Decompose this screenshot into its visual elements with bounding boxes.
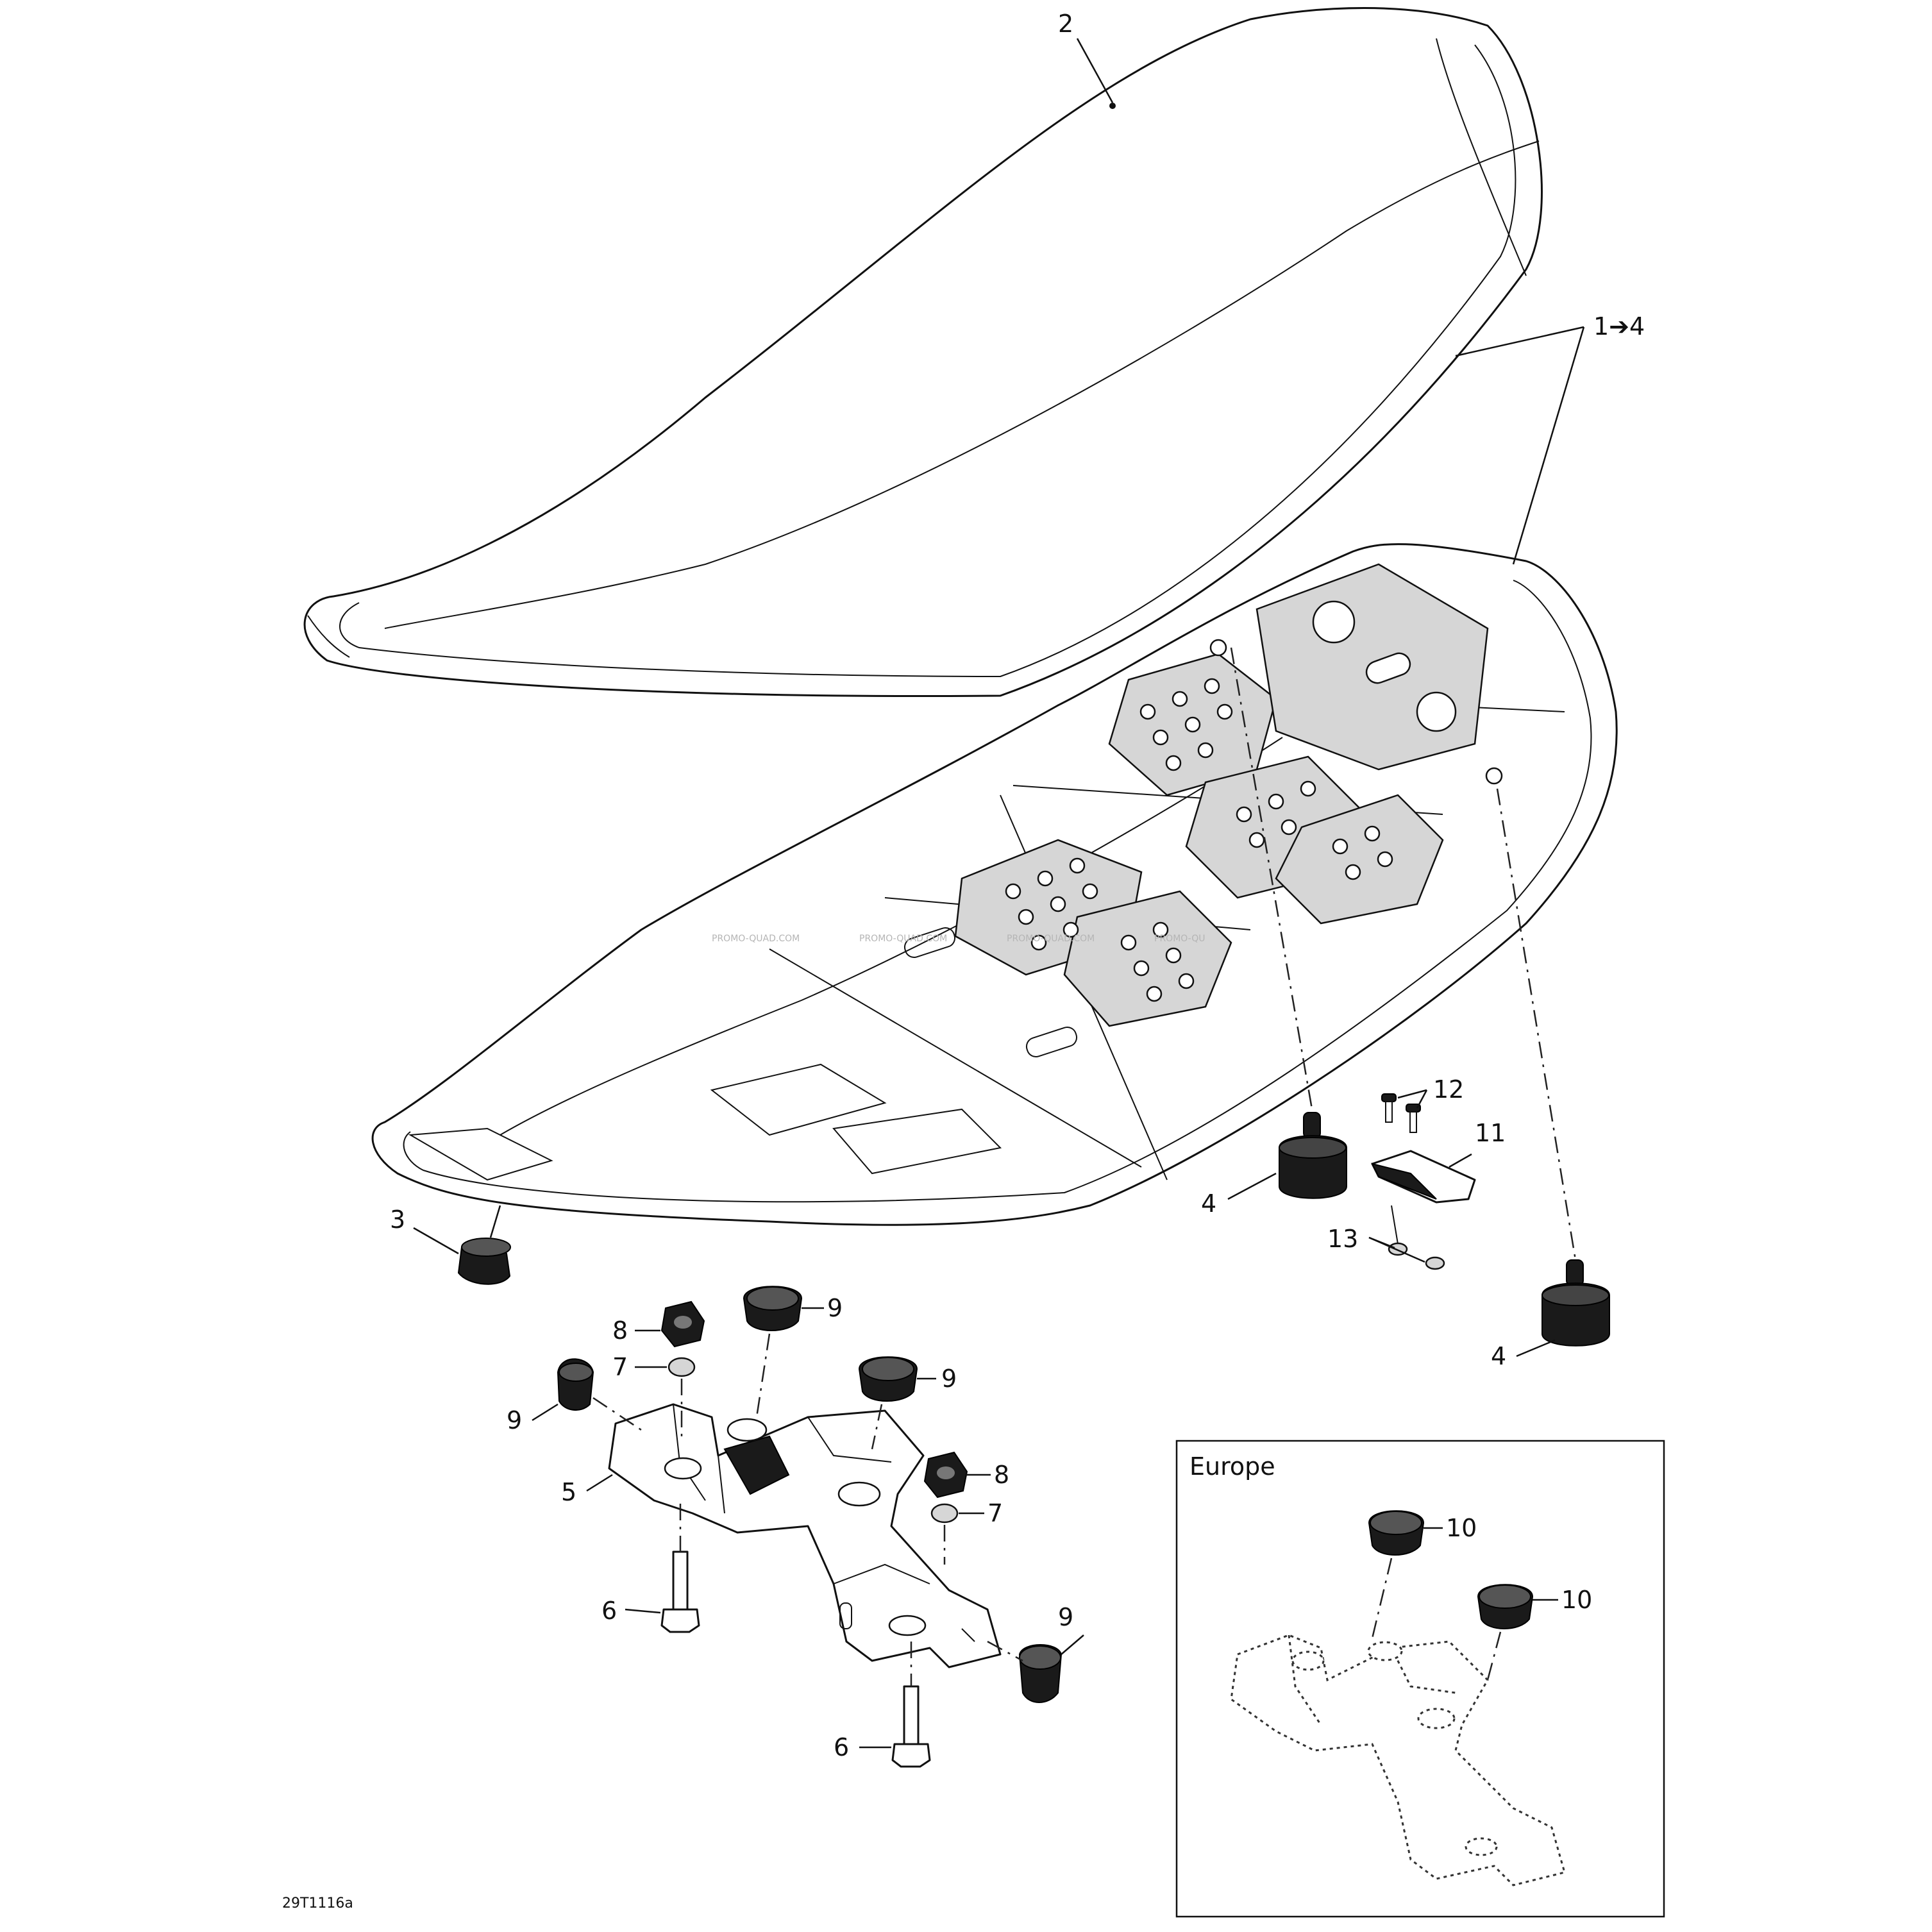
seat-base (371, 543, 1618, 1226)
callout-6-right: 6 (834, 1733, 849, 1761)
callout-10-bottom: 10 (1561, 1586, 1592, 1614)
part-8-nut-right (923, 1451, 968, 1499)
europe-bracket-outline (1230, 1634, 1566, 1886)
dash-line-mount-d (987, 1640, 1023, 1662)
callouts: 2 1➔4 12 11 4 13 3 4 9 8 7 9 9 5 8 (390, 10, 1645, 1761)
callout-1-to-4: 1➔4 (1593, 312, 1645, 340)
watermark: PROMO-QUAD.COM PROMO-QUAD.COM PROMO-QUAD… (712, 934, 1205, 944)
part-9-mount-c (557, 1358, 594, 1411)
dash-line-mount-a (755, 1333, 771, 1418)
callout-2: 2 (1058, 10, 1073, 38)
part-5-bracket (608, 1403, 1002, 1668)
part-10-mount-b (1477, 1584, 1534, 1629)
part-8-nut-left (660, 1300, 705, 1348)
watermark-text-4: PROMO-QU (1154, 934, 1205, 944)
callout-8-left: 8 (612, 1316, 628, 1345)
callout-5: 5 (561, 1478, 576, 1506)
callout-13: 13 (1327, 1225, 1358, 1253)
callout-4-left: 4 (1201, 1189, 1216, 1218)
drawing-id: 29T1116a (282, 1895, 353, 1911)
part-9-mount-b (858, 1356, 918, 1402)
callout-11: 11 (1475, 1119, 1506, 1147)
callout-8-right: 8 (994, 1461, 1009, 1489)
part-6-bolt-right (891, 1685, 931, 1768)
callout-9-bottom: 9 (1058, 1603, 1073, 1631)
callout-6-left: 6 (601, 1597, 617, 1625)
part-6-bolt-left (660, 1550, 700, 1633)
part-7-washer-right (930, 1503, 959, 1524)
europe-inset: Europe 10 10 (1175, 1440, 1665, 1918)
callout-12: 12 (1433, 1075, 1464, 1104)
dash-line-bumper-left (1230, 647, 1314, 1113)
dash-line-mount-10b (1486, 1631, 1502, 1681)
part-12-screws (1381, 1093, 1421, 1133)
callout-9-middle: 9 (941, 1365, 957, 1393)
seat-cover-marker (1109, 103, 1116, 109)
callout-9-left: 9 (507, 1406, 522, 1434)
callout-7-right: 7 (987, 1499, 1003, 1527)
callout-9-top: 9 (827, 1294, 843, 1322)
part-9-mount-d (1018, 1644, 1063, 1703)
part-13-washers (1388, 1205, 1445, 1270)
dash-line-mount-10a (1371, 1558, 1393, 1639)
watermark-text-1: PROMO-QUAD.COM (712, 934, 800, 944)
dash-line-mount-b (871, 1404, 883, 1450)
watermark-text-2: PROMO-QUAD.COM (859, 934, 947, 944)
part-7-washer-left (668, 1357, 696, 1377)
part-4-bumper-right (1541, 1259, 1610, 1347)
watermark-text-3: PROMO-QUAD.COM (1007, 934, 1095, 944)
callout-4-right: 4 (1491, 1342, 1506, 1370)
seat-base-holes (1005, 600, 1503, 1002)
dash-line-bumper-right (1496, 788, 1577, 1261)
part-10-mount-a (1368, 1510, 1425, 1556)
part-3-bumper (457, 1205, 511, 1285)
part-11-latch (1371, 1150, 1476, 1204)
europe-inset-title: Europe (1189, 1452, 1275, 1481)
dash-line-mount-c (592, 1397, 642, 1431)
europe-inset-frame (1175, 1440, 1665, 1918)
callout-7-left: 7 (612, 1353, 628, 1381)
part-4-bumper-left (1279, 1112, 1347, 1199)
part-9-mount-a (743, 1286, 803, 1331)
seat-cover (303, 7, 1543, 698)
callout-10-top: 10 (1446, 1514, 1477, 1542)
callout-3: 3 (390, 1205, 405, 1234)
